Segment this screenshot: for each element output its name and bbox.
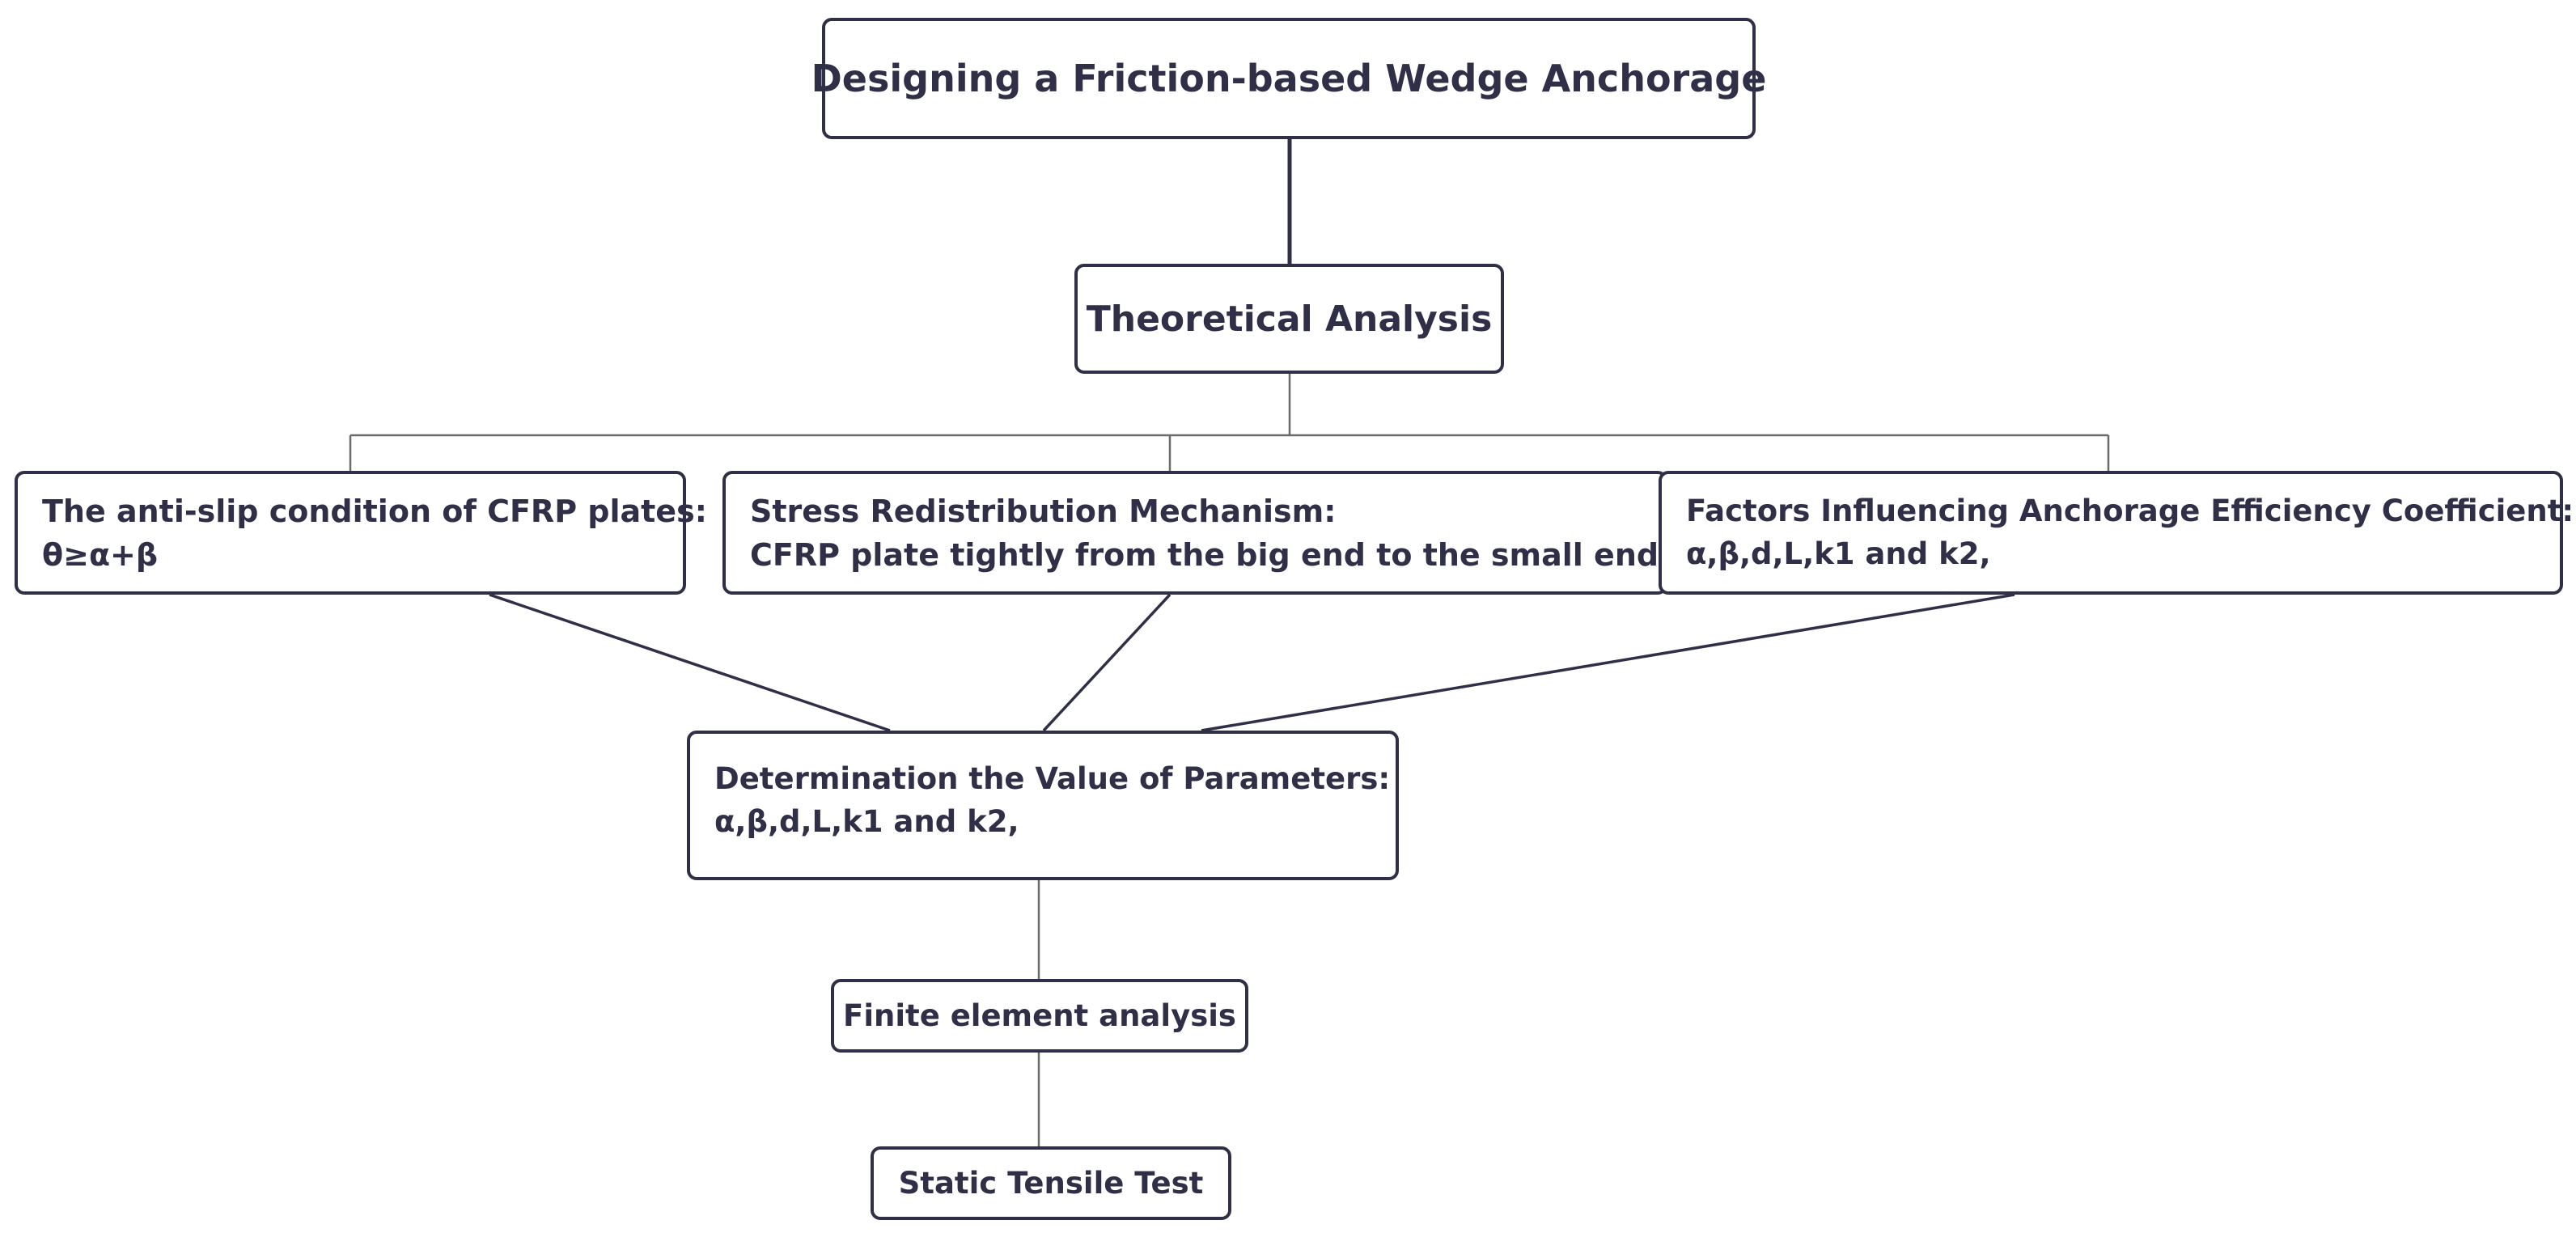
connector-stress-to-parameters [1042, 593, 1171, 732]
node-finite-element-analysis-label: Finite element analysis [843, 998, 1236, 1033]
node-anti-slip-title: The anti-slip condition of CFRP plates: [42, 494, 707, 529]
node-static-tensile-test: Static Tensile Test [871, 1146, 1231, 1220]
node-designing-anchorage-label: Designing a Friction-based Wedge Anchora… [811, 57, 1767, 100]
node-efficiency-factors-params: α,β,d,L,k1 and k2, [1686, 536, 1991, 571]
node-theoretical-analysis: Theoretical Analysis [1074, 264, 1504, 374]
node-stress-redistribution-detail: CFRP plate tightly from the big end to t… [750, 536, 1659, 573]
node-anti-slip-formula: θ≥α+β [42, 536, 159, 573]
node-theoretical-analysis-label: Theoretical Analysis [1086, 298, 1493, 340]
node-designing-anchorage: Designing a Friction-based Wedge Anchora… [811, 18, 1766, 139]
connector-factor-to-parameters [1201, 593, 2015, 732]
node-finite-element-analysis: Finite element analysis [831, 979, 1248, 1053]
connector-slip-to-parameters [489, 593, 891, 732]
node-parameter-determination: Determination the Value of Parameters: α… [687, 731, 1399, 880]
node-anti-slip-condition: The anti-slip condition of CFRP plates: … [15, 471, 707, 595]
node-static-tensile-test-label: Static Tensile Test [898, 1166, 1204, 1201]
node-efficiency-factors-title: Factors Influencing Anchorage Efficiency… [1686, 494, 2574, 528]
node-stress-redistribution: Stress Redistribution Mechanism: CFRP pl… [722, 471, 1667, 595]
node-parameter-determination-title: Determination the Value of Parameters: [714, 761, 1391, 796]
node-stress-redistribution-title: Stress Redistribution Mechanism: [750, 494, 1337, 529]
node-parameter-determination-params: α,β,d,L,k1 and k2, [714, 803, 1019, 839]
node-efficiency-factors: Factors Influencing Anchorage Efficiency… [1659, 471, 2574, 595]
